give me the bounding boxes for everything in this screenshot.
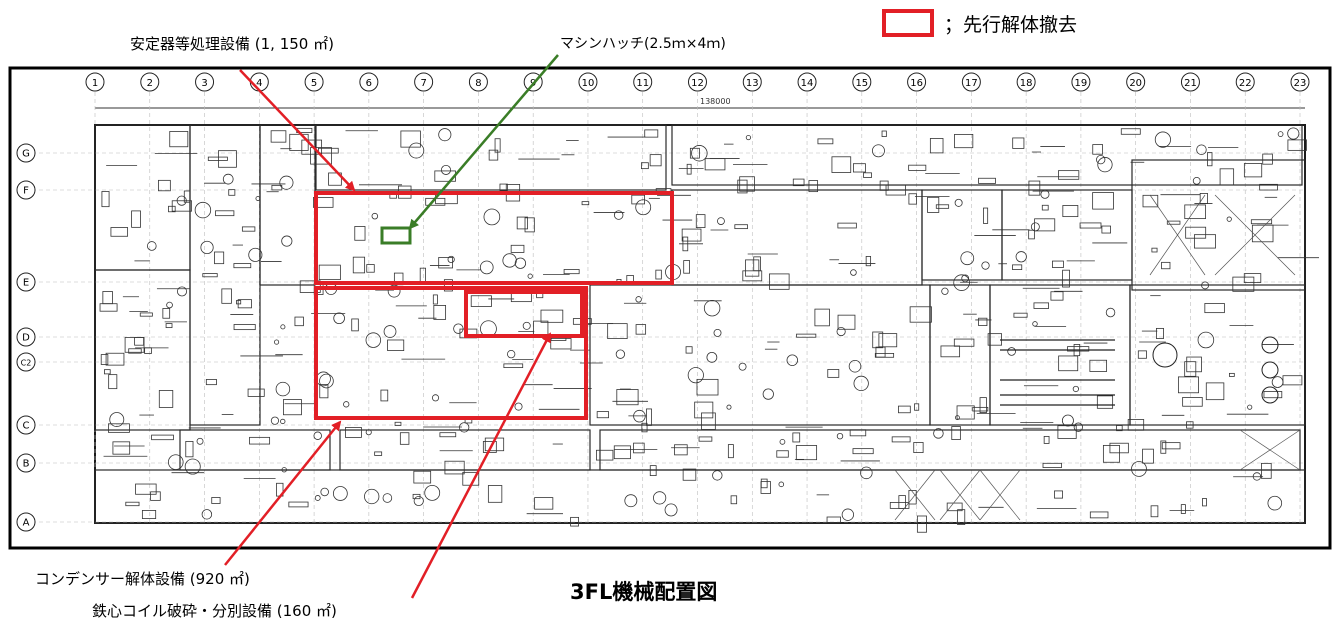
column-label: 14 [801,78,814,89]
column-bubble-icon [359,72,379,92]
column-label: 11 [636,78,649,89]
machine-hatch-box [380,226,412,245]
column-bubble-icon [304,72,324,92]
column-bubble-icon [742,72,762,92]
column-label: 3 [201,78,207,89]
legend-red-box-icon [882,9,934,37]
column-label: 5 [311,78,317,89]
column-bubble-icon [140,72,160,92]
column-bubble-icon [852,72,872,92]
column-bubble-icon [1235,72,1255,92]
column-bubble-icon [578,72,598,92]
arrow-stabilizer [239,69,356,192]
label-iron-core-facility: 鉄心コイル破砕・分別設備 (160 ㎡) [92,602,337,620]
column-grid: 1234567891011121314151617181920212223 [85,72,1310,523]
label-machine-hatch: マシンハッチ(2.5ｍ×4ｍ) [560,36,726,52]
label-condenser-facility: コンデンサー解体設備 (920 ㎡) [35,570,250,588]
row-label: D [22,333,30,344]
column-bubble-icon [797,72,817,92]
label-stabilizer-facility: 安定器等処理設備 (1, 150 ㎡) [130,35,334,53]
row-bubble-icon [16,415,36,435]
column-label: 4 [256,78,262,89]
row-label: C [23,421,30,432]
row-label: C2 [21,359,32,368]
row-label: A [23,518,30,529]
row-label: E [23,278,29,289]
column-label: 15 [855,78,868,89]
arrow-machine-hatch [408,54,559,230]
arrow-iron-core [410,332,552,599]
equipment-detail [94,124,1319,533]
row-label: B [23,459,30,470]
dimension-total: 138000 [700,97,731,106]
row-bubble-icon [16,327,36,347]
column-label: 10 [582,78,595,89]
column-bubble-icon [1126,72,1146,92]
row-bubble-icon [16,453,36,473]
row-bubble-icon [16,512,36,532]
column-bubble-icon [1180,72,1200,92]
column-label: 17 [965,78,978,89]
column-bubble-icon [85,72,105,92]
iron-core-area-box [464,290,584,338]
column-label: 22 [1239,78,1252,89]
column-label: 8 [475,78,481,89]
row-label: F [23,186,29,197]
legend-text: ；先行解体撤去 [944,14,1078,36]
column-label: 19 [1075,78,1088,89]
column-bubble-icon [1290,72,1310,92]
column-bubble-icon [414,72,434,92]
column-bubble-icon [688,72,707,92]
row-bubble-icon [16,143,36,163]
column-bubble-icon [907,72,927,92]
column-label: 1 [92,78,98,89]
stabilizer-area-box [314,191,674,285]
column-label: 20 [1129,78,1142,89]
column-label: 6 [366,78,372,89]
row-bubble-icon [16,180,36,200]
row-grid: G F E D C2C B A [16,143,1305,532]
arrow-condenser [224,420,342,566]
row-label: G [22,149,30,160]
column-bubble-icon [1071,72,1091,92]
column-bubble-icon [961,72,981,92]
column-label: 21 [1184,78,1197,89]
drawing-frame [8,66,1332,550]
column-bubble-icon [195,72,215,92]
column-label: 12 [691,78,704,89]
column-label: 23 [1294,78,1307,89]
column-bubble-icon [468,72,488,92]
drawing-title: 3FL機械配置図 [570,580,718,604]
column-label: 7 [420,78,426,89]
column-label: 16 [910,78,923,89]
row-bubble-icon [16,352,36,372]
column-label: 18 [1020,78,1033,89]
condenser-area-box [314,286,588,420]
column-bubble-icon [633,72,653,92]
column-label: 2 [147,78,153,89]
row-bubble-icon [16,272,36,292]
column-label: 13 [746,78,759,89]
column-bubble-icon [1016,72,1036,92]
